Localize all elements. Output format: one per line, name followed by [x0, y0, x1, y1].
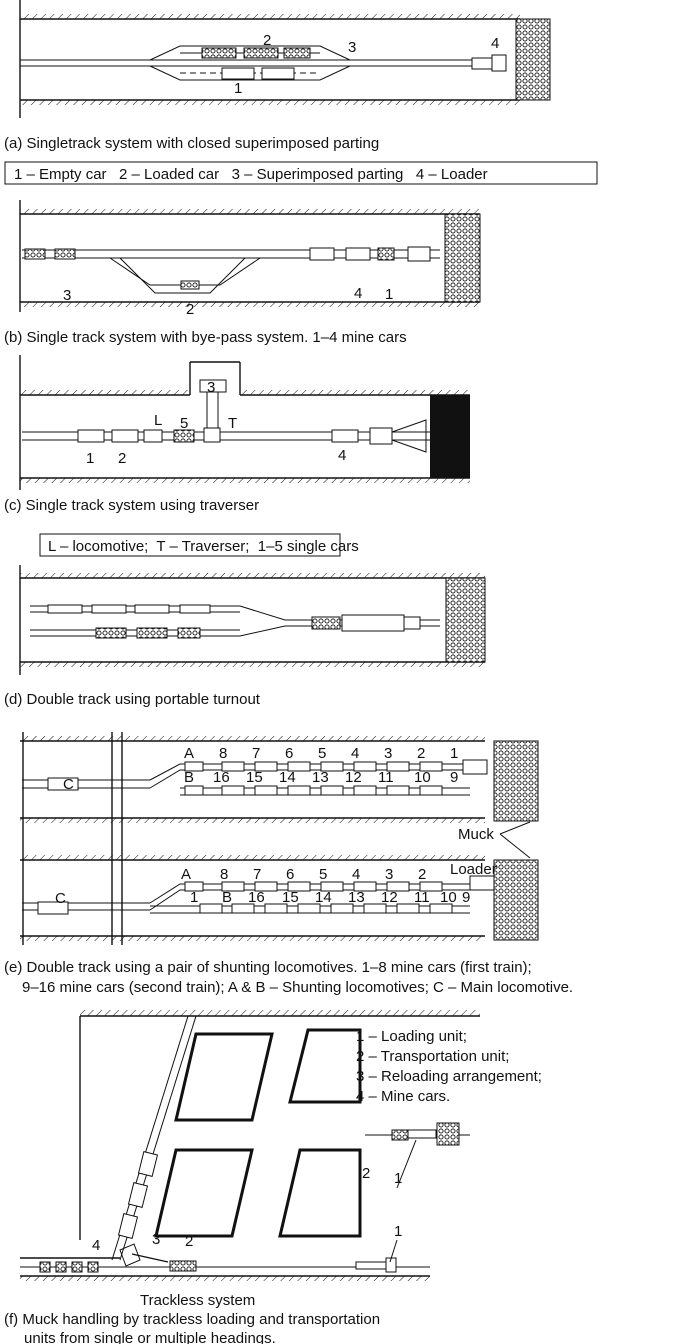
- empty-car: [262, 68, 294, 79]
- label: 2: [118, 450, 126, 467]
- diagram-e-top: C A 8 7 6 5 4 3 2 1 B 16 15 14 13 12 11 …: [20, 736, 538, 823]
- diagram-b: 3 2 4 1: [20, 200, 480, 318]
- label: 7: [253, 866, 261, 883]
- diagram-a: 2 3 1 4: [20, 0, 550, 118]
- label: 1: [385, 286, 393, 303]
- label: 7: [252, 745, 260, 762]
- label: 3: [385, 866, 393, 883]
- caption-d: (d) Double track using portable turnout: [4, 691, 261, 708]
- label: 11: [414, 889, 430, 906]
- label: 12: [345, 769, 362, 786]
- label: 3: [384, 745, 392, 762]
- label: B: [222, 889, 232, 906]
- loaded-car: [284, 48, 310, 58]
- muck-label: Muck: [458, 826, 494, 843]
- label: T: [228, 415, 237, 432]
- caption-c: (c) Single track system using traverser: [4, 497, 259, 514]
- label: 10: [440, 889, 457, 906]
- label: 1: [394, 1223, 402, 1240]
- caption-f-1: (f) Muck handling by trackless loading a…: [4, 1311, 380, 1328]
- diagram-c: 1 2 L 5 3 T 4: [20, 355, 470, 490]
- legend-f-item: 3 – Reloading arrangement;: [356, 1068, 542, 1085]
- label: C: [63, 776, 74, 793]
- muck-face: [516, 19, 550, 100]
- label: 1: [190, 889, 198, 906]
- legend-c: L – locomotive; T – Traverser; 1–5 singl…: [48, 538, 359, 555]
- label: 5: [319, 866, 327, 883]
- loaded-car: [202, 48, 236, 58]
- label: 6: [286, 866, 294, 883]
- label: 1: [234, 80, 242, 97]
- label: 1: [86, 450, 94, 467]
- label: 2: [185, 1233, 193, 1250]
- label: 8: [219, 745, 227, 762]
- label: 10: [414, 769, 431, 786]
- label: 9: [450, 769, 458, 786]
- subtitle-f: Trackless system: [140, 1292, 255, 1309]
- label: 2: [263, 32, 271, 49]
- caption-e-2: 9–16 mine cars (second train); A & B – S…: [22, 979, 573, 996]
- label: C: [55, 890, 66, 907]
- label: 3: [207, 379, 215, 396]
- label: A: [184, 745, 194, 762]
- legend-f-item: 4 – Mine cars.: [356, 1088, 450, 1105]
- label: 2: [418, 866, 426, 883]
- label: 2: [417, 745, 425, 762]
- label: 13: [312, 769, 329, 786]
- label: 6: [285, 745, 293, 762]
- diagram-d: [20, 565, 485, 675]
- label: 13: [348, 889, 365, 906]
- label: 4: [351, 745, 359, 762]
- label: 3: [152, 1231, 160, 1248]
- caption-b: (b) Single track system with bye-pass sy…: [4, 329, 407, 346]
- label: 4: [491, 35, 499, 52]
- label: 2: [186, 301, 194, 318]
- label: 4: [354, 285, 362, 302]
- label: 15: [246, 769, 263, 786]
- label: 4: [352, 866, 360, 883]
- label: 16: [248, 889, 265, 906]
- caption-e-1: (e) Double track using a pair of shuntin…: [4, 959, 532, 976]
- label: 5: [180, 415, 188, 432]
- label: A: [181, 866, 191, 883]
- label: 16: [213, 769, 230, 786]
- caption-f-2: units from single or multiple headings.: [24, 1330, 276, 1344]
- caption-a: (a) Singletrack system with closed super…: [4, 135, 379, 152]
- label: 11: [378, 769, 394, 786]
- label: Loader: [450, 861, 497, 878]
- label: 4: [92, 1237, 100, 1254]
- label: 3: [348, 39, 356, 56]
- label: 15: [282, 889, 299, 906]
- empty-car: [222, 68, 254, 79]
- label: B: [184, 769, 194, 786]
- label: 5: [318, 745, 326, 762]
- label: 1: [450, 745, 458, 762]
- loaded-car: [244, 48, 278, 58]
- label: L: [154, 412, 162, 429]
- label: 3: [63, 287, 71, 304]
- label: 14: [279, 769, 296, 786]
- legend-f-item: 2 – Transportation unit;: [356, 1048, 509, 1065]
- label: 8: [220, 866, 228, 883]
- label: 14: [315, 889, 332, 906]
- legend-f: 1 – Loading unit; 2 – Transportation uni…: [356, 1028, 542, 1105]
- label: 2: [362, 1165, 370, 1182]
- label: 4: [338, 447, 346, 464]
- legend-f-item: 1 – Loading unit;: [356, 1028, 467, 1045]
- label: 9: [462, 889, 470, 906]
- diagram-e-bottom: C Loader A 8 7 6 5 4 3 2 1 B 16 15 14 13…: [20, 855, 538, 941]
- legend-a: 1 – Empty car 2 – Loaded car 3 – Superim…: [14, 166, 488, 183]
- label: 12: [381, 889, 398, 906]
